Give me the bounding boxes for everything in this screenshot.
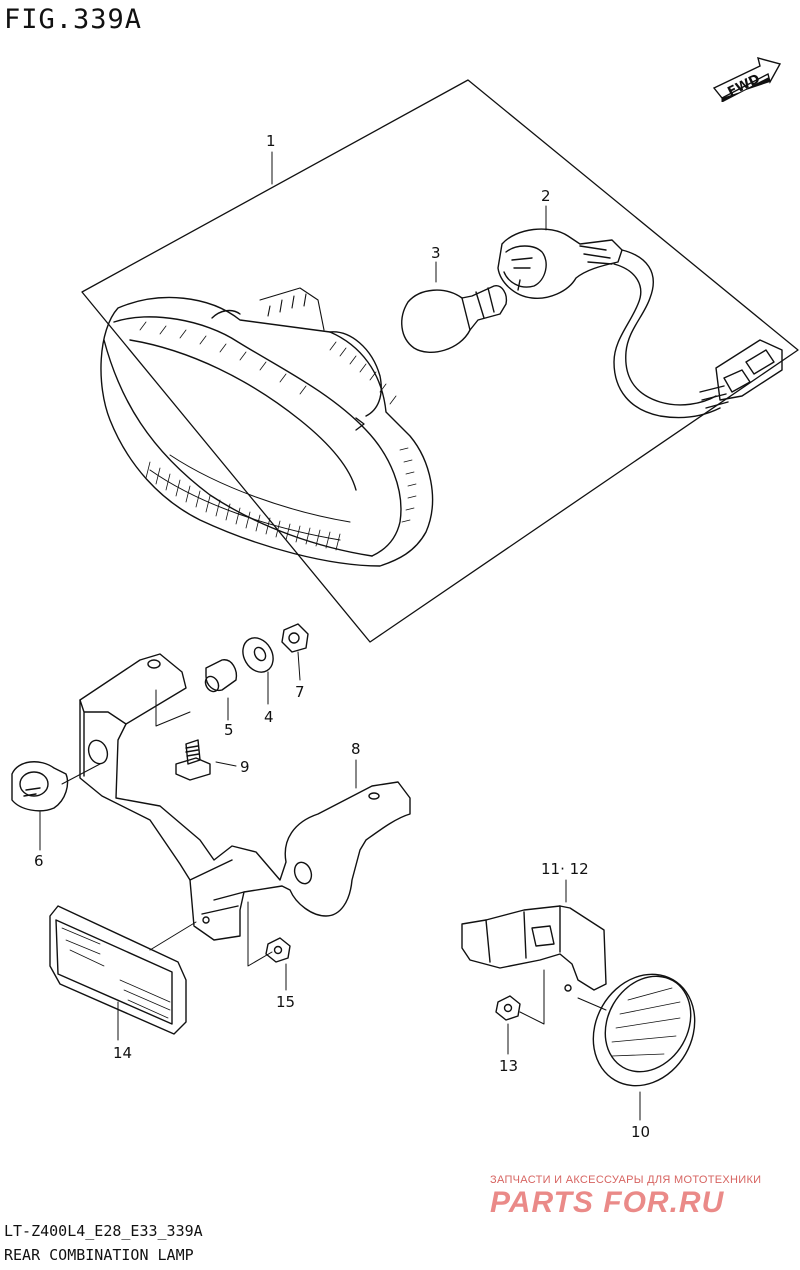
callout-14: 14	[113, 1044, 132, 1062]
callout-13: 13	[499, 1057, 518, 1075]
callout-10: 10	[631, 1123, 650, 1141]
callout-8: 8	[351, 740, 361, 758]
callout-4: 4	[264, 708, 274, 726]
bulb-drawing	[401, 285, 508, 353]
callout-11-12: 11· 12	[541, 860, 589, 878]
small-hardware-drawing	[204, 623, 309, 693]
reflector-bracket-drawing	[461, 905, 607, 992]
nuts-drawing	[265, 937, 521, 1021]
callout-7: 7	[295, 683, 305, 701]
figure-title: FIG.339A	[4, 4, 143, 35]
callout-3: 3	[431, 244, 441, 262]
watermark-logo: PARTS FOR.RU	[490, 1186, 725, 1219]
callout-5: 5	[224, 721, 234, 739]
callout-15: 15	[276, 993, 295, 1011]
bracket-drawing	[79, 653, 411, 941]
assembly-box	[81, 79, 799, 643]
lamp-housing-drawing	[100, 287, 434, 567]
model-code: LT-Z400L4_E28_E33_339A	[4, 1222, 203, 1240]
diagram-caption: REAR COMBINATION LAMP	[4, 1246, 194, 1264]
callout-9: 9	[240, 758, 250, 776]
forward-direction-icon: FWD	[712, 57, 782, 102]
reflector-rect-drawing	[49, 905, 187, 1035]
watermark-tagline: ЗАПЧАСТИ И АКСЕССУАРЫ ДЛЯ МОТОТЕХНИКИ	[490, 1174, 762, 1186]
bolt-drawing	[175, 739, 211, 781]
grommet-drawing	[11, 761, 69, 812]
callout-2: 2	[541, 187, 551, 205]
reflector-round-drawing	[592, 973, 696, 1087]
callout-6: 6	[34, 852, 44, 870]
callout-1: 1	[266, 132, 276, 150]
leader-lines	[39, 151, 641, 1121]
socket-harness-drawing	[497, 228, 783, 419]
